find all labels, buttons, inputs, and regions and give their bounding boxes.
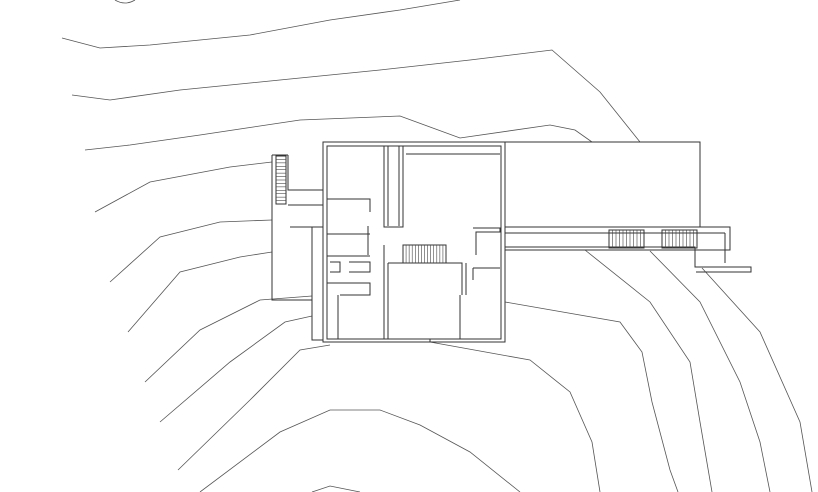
- contour-line: [311, 485, 361, 492]
- contour-line: [61, 0, 461, 49]
- contour-line: [127, 251, 273, 333]
- contour-line: [71, 49, 641, 143]
- contour-line: [584, 249, 713, 492]
- main-block-outer-wall: [322, 141, 506, 343]
- interior-walls: [327, 146, 501, 342]
- stairs: [275, 155, 698, 264]
- contour-line: [84, 115, 593, 151]
- right-wing: [504, 141, 701, 228]
- main-block-inner-wall: [326, 145, 502, 340]
- left-annex: [271, 154, 323, 341]
- terrace-strip: [505, 226, 752, 273]
- contour-line: [429, 341, 601, 492]
- contour-line: [114, 0, 136, 4]
- contour-line: [701, 267, 813, 492]
- contour-line: [649, 250, 771, 492]
- contour-line: [144, 295, 313, 383]
- contour-line: [159, 315, 313, 423]
- contour-line: [94, 161, 273, 213]
- floor-plan: [271, 141, 752, 343]
- contour-line: [504, 301, 679, 492]
- contour-line: [177, 344, 331, 471]
- contour-line: [109, 219, 273, 283]
- contour-line: [199, 409, 521, 492]
- contour-lines: [61, 0, 813, 492]
